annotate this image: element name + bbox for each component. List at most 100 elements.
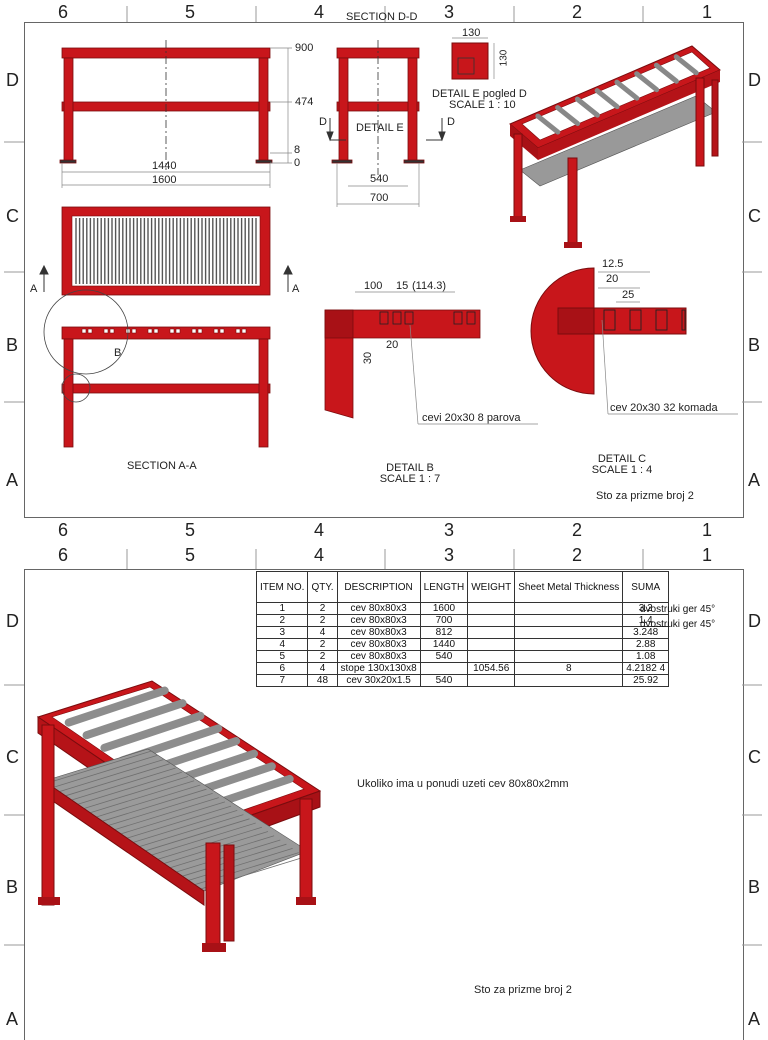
bom-cell: 2.88 <box>622 638 670 651</box>
dim-130-horizontal: 130 <box>462 27 481 39</box>
grid-line <box>53 754 158 788</box>
roller-tube <box>673 54 699 76</box>
bom-cell: stope 130x130x8 <box>336 662 421 675</box>
bom-header-cell: DESCRIPTION <box>336 571 421 603</box>
bom-cell: 1440 <box>419 638 469 651</box>
detail-c-view <box>530 267 687 395</box>
zone2-col-5: 5 <box>185 545 196 565</box>
detail-e-plate <box>451 42 489 80</box>
zone2-row-b-right: B <box>748 877 761 897</box>
drawing-sheet-1: 6 5 4 3 2 1 6 5 4 3 2 1 D C B A D C B A <box>4 2 762 540</box>
tube-hole <box>103 328 109 334</box>
zone-row-b-left: B <box>6 335 19 355</box>
offer-note: Ukoliko ima u ponudi uzeti cev 80x80x2mm <box>357 778 569 790</box>
bom-cell: 25.92 <box>622 674 670 687</box>
grid-line <box>170 835 275 869</box>
dim-474: 474 <box>295 96 314 108</box>
grid-line <box>133 809 238 843</box>
top-view <box>61 206 271 296</box>
detail-c-circle <box>61 373 91 403</box>
zone2-col-4: 4 <box>314 545 325 565</box>
side-note-1: dvostruki ger 45° <box>640 604 716 615</box>
dim-1600: 1600 <box>152 174 177 186</box>
roller-tube <box>594 88 620 110</box>
bom-cell: 540 <box>419 650 469 663</box>
bom-cell: 4 <box>255 638 309 651</box>
dim-8: 8 <box>294 144 301 156</box>
section-arrow-a-right: A <box>292 283 300 295</box>
bom-cell <box>514 614 624 627</box>
bom-cell: 2 <box>307 614 338 627</box>
section-dd-label: SECTION D-D <box>346 11 418 23</box>
tube-hole <box>147 328 153 334</box>
zone-row-b-right: B <box>748 335 761 355</box>
roller-tube <box>535 113 561 135</box>
tube-hole <box>191 328 197 334</box>
dim-540: 540 <box>370 173 389 185</box>
roller-tube <box>614 79 640 101</box>
tube-hole <box>169 328 175 334</box>
dim-30-detail-b: 30 <box>362 351 375 365</box>
bom-cell <box>467 626 516 639</box>
isometric-view <box>509 45 721 248</box>
bom-cell: 812 <box>419 626 469 639</box>
bom-cell: 4.2182 4 <box>622 662 670 675</box>
dim-900: 900 <box>295 42 314 54</box>
detail-e-label: DETAIL E <box>356 122 404 134</box>
grid-line <box>120 801 226 835</box>
bom-cell: cev 30x20x1.5 <box>336 674 421 687</box>
grid-line <box>59 759 164 792</box>
grid-line <box>114 797 219 831</box>
zone-col-5: 5 <box>185 2 196 22</box>
tube-hole <box>213 328 219 334</box>
grid-line <box>102 788 207 822</box>
bom-cell: cev 80x80x3 <box>336 638 421 651</box>
detail-b-title: DETAIL B <box>386 462 434 474</box>
dim-114-3: (114.3) <box>412 280 447 292</box>
bom-cell <box>419 662 469 675</box>
dim-25: 25 <box>622 289 635 301</box>
detail-b-marker: B <box>114 347 122 359</box>
dim-20-detail-c: 20 <box>606 273 619 285</box>
dim-130-vertical: 130 <box>498 49 510 67</box>
bom-cell: 2 <box>307 602 338 615</box>
tube-hole <box>175 328 181 334</box>
bom-cell: 5 <box>255 650 309 663</box>
zone-col-6-bottom: 6 <box>58 520 69 540</box>
zone2-row-c-left: C <box>6 747 19 767</box>
detail-c-callout: cev 20x30 32 komada <box>610 402 718 414</box>
tube-hole <box>87 328 93 334</box>
grid-line <box>151 822 256 856</box>
bom-cell: 3 <box>255 626 309 639</box>
drawing-sheet-2: 6 5 4 3 2 1 D C B A D C B A <box>0 545 768 1040</box>
bom-cell: 7 <box>255 674 309 687</box>
roller-tube <box>555 105 581 127</box>
zone-col-3-bottom: 3 <box>444 520 455 540</box>
bom-header-cell: WEIGHT <box>467 571 516 603</box>
zone-row-a-left: A <box>6 470 19 490</box>
dim-12-5: 12.5 <box>602 258 624 270</box>
cut-letter-d-left: D <box>319 116 327 128</box>
detail-b-callout: cevi 20x30 8 parova <box>422 412 521 424</box>
grid-line <box>71 767 176 801</box>
zone2-row-b-left: B <box>6 877 19 897</box>
grid-line <box>90 780 195 814</box>
detail-e-title: DETAIL E pogled D <box>432 88 527 100</box>
bom-cell: 4 <box>307 626 338 639</box>
tube-hole <box>153 328 159 334</box>
roller-tube <box>574 96 600 118</box>
sheet-1-border <box>24 22 744 518</box>
roller-tube <box>64 686 169 727</box>
bom-cell <box>514 626 624 639</box>
side-note-2: dvostruki ger 45° <box>640 619 716 630</box>
bom-header-cell: Sheet Metal Thickness <box>514 571 624 603</box>
bom-cell <box>467 614 516 627</box>
zone-col-2-bottom: 2 <box>572 520 583 540</box>
cut-letter-d-right: D <box>447 116 455 128</box>
bom-cell <box>514 638 624 651</box>
zone-row-d-left: D <box>6 70 19 90</box>
